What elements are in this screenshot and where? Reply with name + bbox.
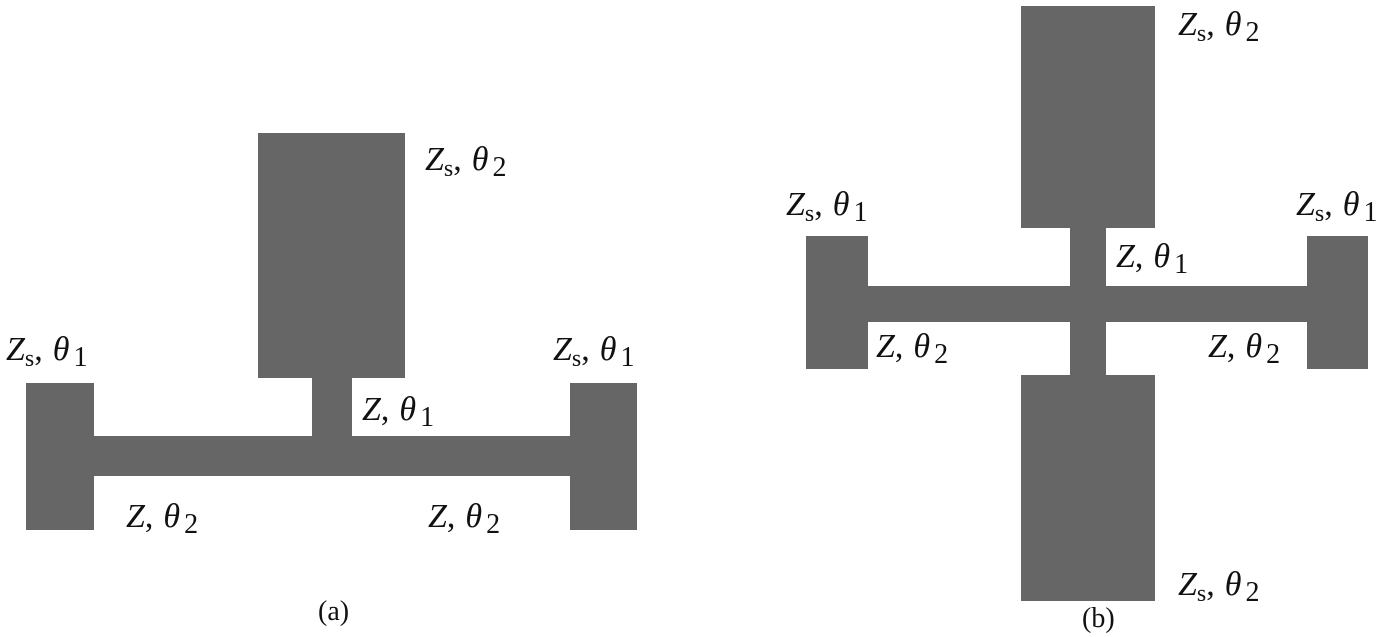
b-bottom-stub (1021, 375, 1155, 601)
a-center-line (312, 376, 352, 438)
a-top-stub (258, 133, 405, 378)
a-right-stub (570, 383, 637, 530)
a-caption: (a) (318, 596, 350, 627)
b-caption: (b) (1082, 603, 1115, 634)
a-left-stub (26, 383, 94, 530)
b-left-stub (806, 236, 868, 369)
b-top-stub (1021, 6, 1155, 228)
a-main-line (92, 436, 572, 476)
b-right-stub (1307, 236, 1368, 369)
b-main-line (866, 286, 1310, 322)
